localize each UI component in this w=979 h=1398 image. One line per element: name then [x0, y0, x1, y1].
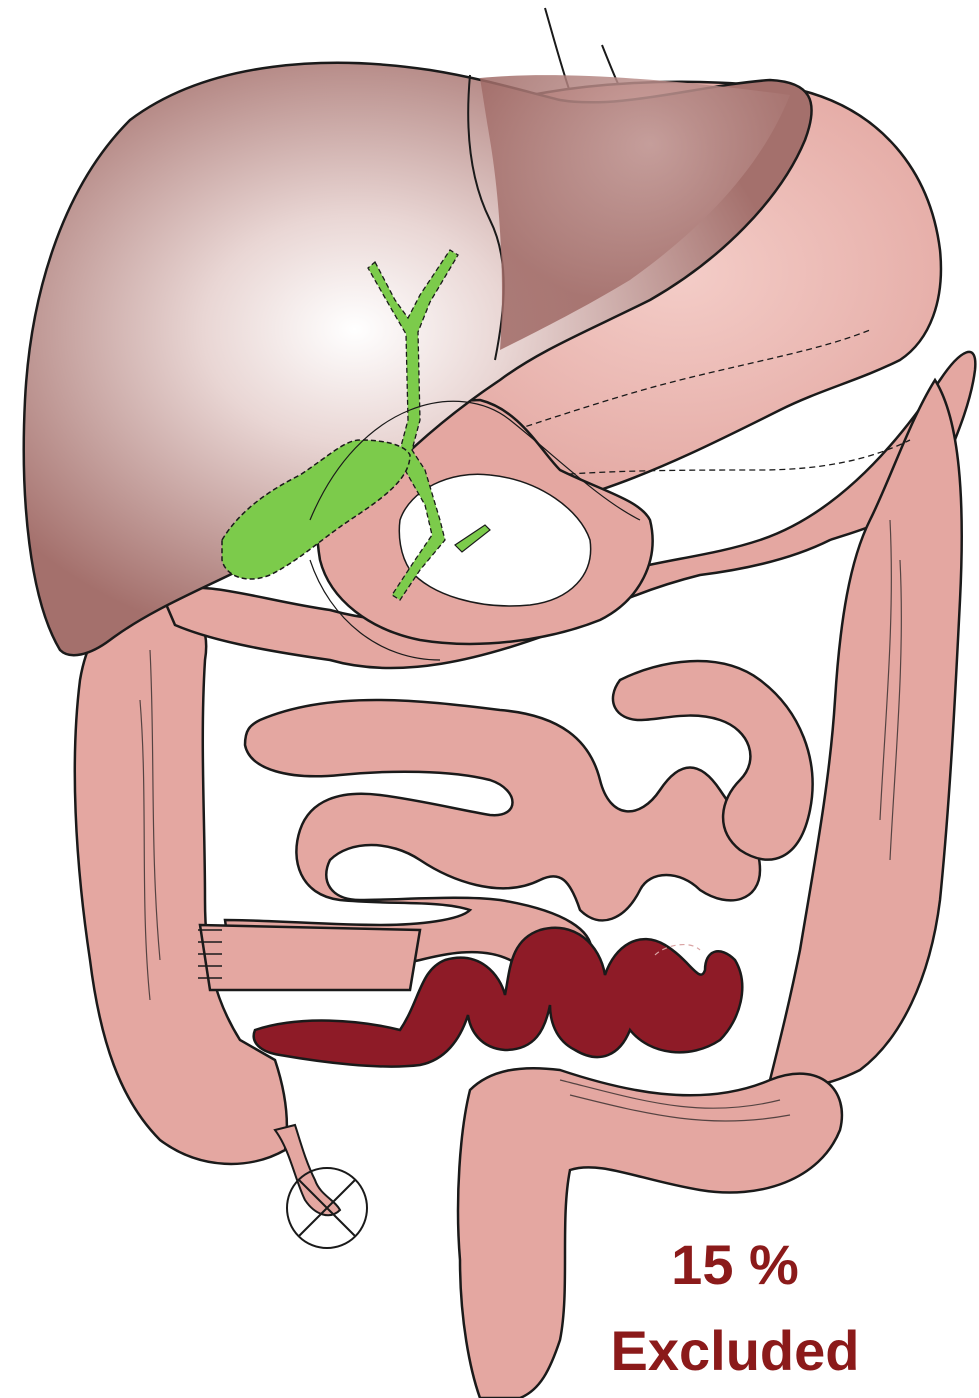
small-bowel [198, 661, 813, 990]
percent-label: 15 % [570, 1232, 900, 1297]
excluded-label: Excluded [570, 1318, 900, 1383]
appendix-removed-icon [287, 1168, 367, 1248]
appendix [275, 1125, 340, 1215]
